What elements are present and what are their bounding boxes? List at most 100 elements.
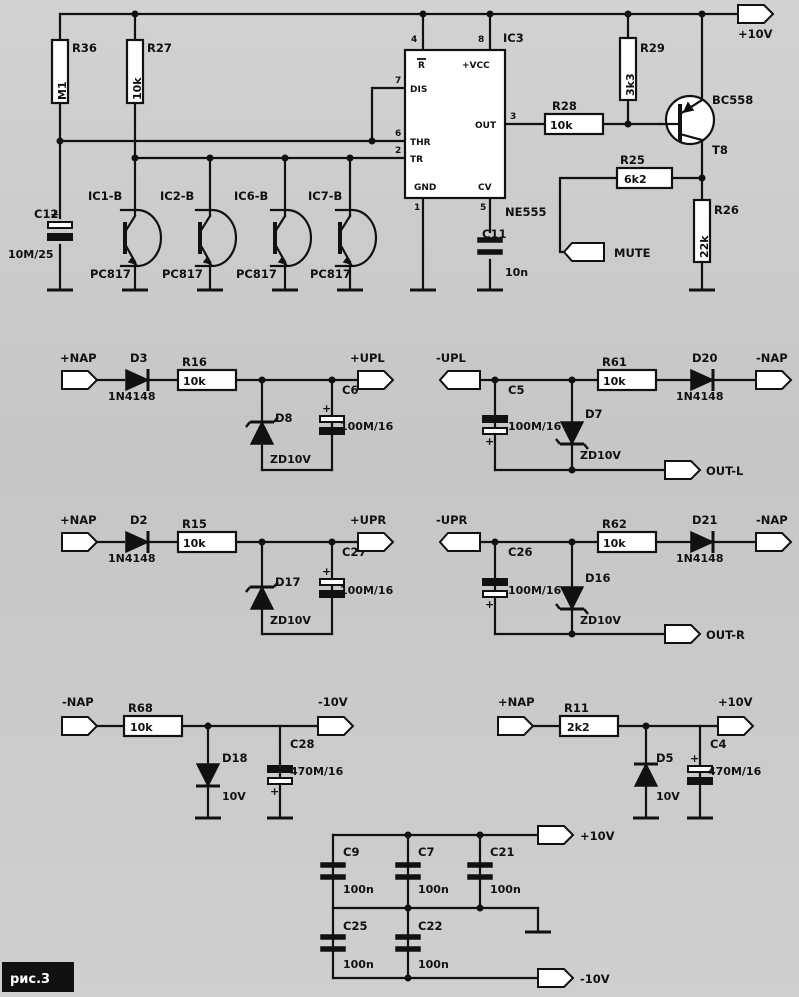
net-flag-nap1: +NAP: [60, 351, 99, 390]
capacitor-name: C5: [508, 383, 524, 397]
capacitor-name: C28: [290, 737, 314, 751]
pin-cv: CV: [478, 183, 492, 193]
resistor-name: R15: [182, 517, 207, 531]
diode-value: ZD10V: [580, 614, 621, 627]
capacitor-name: C9: [343, 845, 359, 859]
diode-value: ZD10V: [580, 449, 621, 462]
capacitor-value: 100M/16: [340, 420, 394, 433]
polarity-mark: +: [322, 565, 331, 578]
diode-name: D17: [275, 575, 301, 589]
resistor-value: 22k: [698, 235, 711, 258]
resistor-value: M1: [56, 81, 69, 100]
capacitor-value: 10M/25: [8, 248, 54, 261]
net-flag-p10v_bot: +10V: [537, 825, 615, 845]
net-label: +NAP: [498, 695, 535, 709]
resistor-name: R28: [552, 99, 577, 113]
pin-number-3: 3: [510, 112, 516, 122]
capacitor-value: 100n: [418, 958, 449, 971]
net-label: -10V: [318, 695, 348, 709]
resistor-value: 6k2: [624, 173, 647, 186]
polarity-mark: +: [485, 435, 494, 448]
resistor-value: 3k3: [624, 73, 637, 96]
pin-number-1: 1: [414, 203, 420, 213]
pin-number-8: 8: [478, 35, 484, 45]
capacitor-value: 100n: [343, 883, 374, 896]
pin-number-2: 2: [395, 146, 401, 156]
resistor-name: R68: [128, 701, 153, 715]
resistor-name: R26: [714, 203, 739, 217]
capacitor-name: C26: [508, 545, 532, 559]
net-label: -UPL: [436, 351, 467, 365]
resistor-name: R27: [147, 41, 172, 55]
opto-name: IC7-B: [308, 189, 342, 203]
capacitor-name: C6: [342, 383, 358, 397]
resistor-name: R11: [564, 701, 589, 715]
capacitor-name: C4: [710, 737, 726, 751]
capacitor-name: C11: [482, 227, 506, 241]
opto-name: IC6-B: [234, 189, 268, 203]
diode-name: D20: [692, 351, 718, 365]
pin-number-4: 4: [411, 35, 417, 45]
opto-part: PC817: [162, 267, 203, 281]
pin-tr: TR: [410, 155, 423, 165]
pin-thr: THR: [410, 138, 431, 148]
net-label: +10V: [738, 27, 773, 41]
diode-value: 10V: [656, 790, 680, 803]
net-label: +UPL: [350, 351, 385, 365]
diode-name: D5: [656, 751, 674, 765]
net-flag-nap3: +NAP: [497, 695, 535, 736]
net-label: +10V: [718, 695, 753, 709]
diode-name: D3: [130, 351, 148, 365]
resistor-value: 10k: [550, 119, 573, 132]
pin-reset: R: [418, 61, 425, 71]
net-label: -10V: [580, 972, 610, 986]
capacitor-value: 470M/16: [290, 765, 344, 778]
net-label: -UPR: [436, 513, 468, 527]
figure-label-text: рис.3: [10, 972, 50, 987]
net-flag-mupl: -UPL: [436, 351, 481, 390]
pin-gnd: GND: [414, 183, 436, 193]
net-flag-mnap2: -NAP: [755, 513, 793, 552]
resistor-value: 10k: [603, 375, 626, 388]
polarity-mark: +: [690, 752, 699, 765]
net-flag-outr: OUT-R: [664, 624, 745, 644]
diode-name: D7: [585, 407, 603, 421]
pin-vcc: +VCC: [462, 61, 490, 71]
diode-d3: D3 1N4148: [108, 351, 155, 403]
resistor-name: R62: [602, 517, 627, 531]
diode-name: D8: [275, 411, 293, 425]
capacitor-value: 100n: [418, 883, 449, 896]
capacitor-value: 100M/16: [340, 584, 394, 597]
net-flags: +10VMUTE+NAP+UPL-UPL-NAPOUT-L+NAP+UPR-UP…: [60, 4, 793, 988]
junctions: [56, 10, 706, 182]
capacitor-name: C12: [34, 207, 58, 221]
net-flag-m10v: -10V: [317, 695, 355, 736]
pin-number-7: 7: [395, 76, 401, 86]
ic3-name: IC3: [503, 31, 524, 45]
capacitor-value: 100n: [343, 958, 374, 971]
pin-number-5: 5: [480, 203, 486, 213]
net-flag-mnap3: -NAP: [61, 695, 99, 736]
diode-value: 1N4148: [108, 390, 155, 403]
t8-transistor: BC558 T8: [658, 93, 753, 157]
capacitor-value: 10n: [505, 266, 528, 279]
